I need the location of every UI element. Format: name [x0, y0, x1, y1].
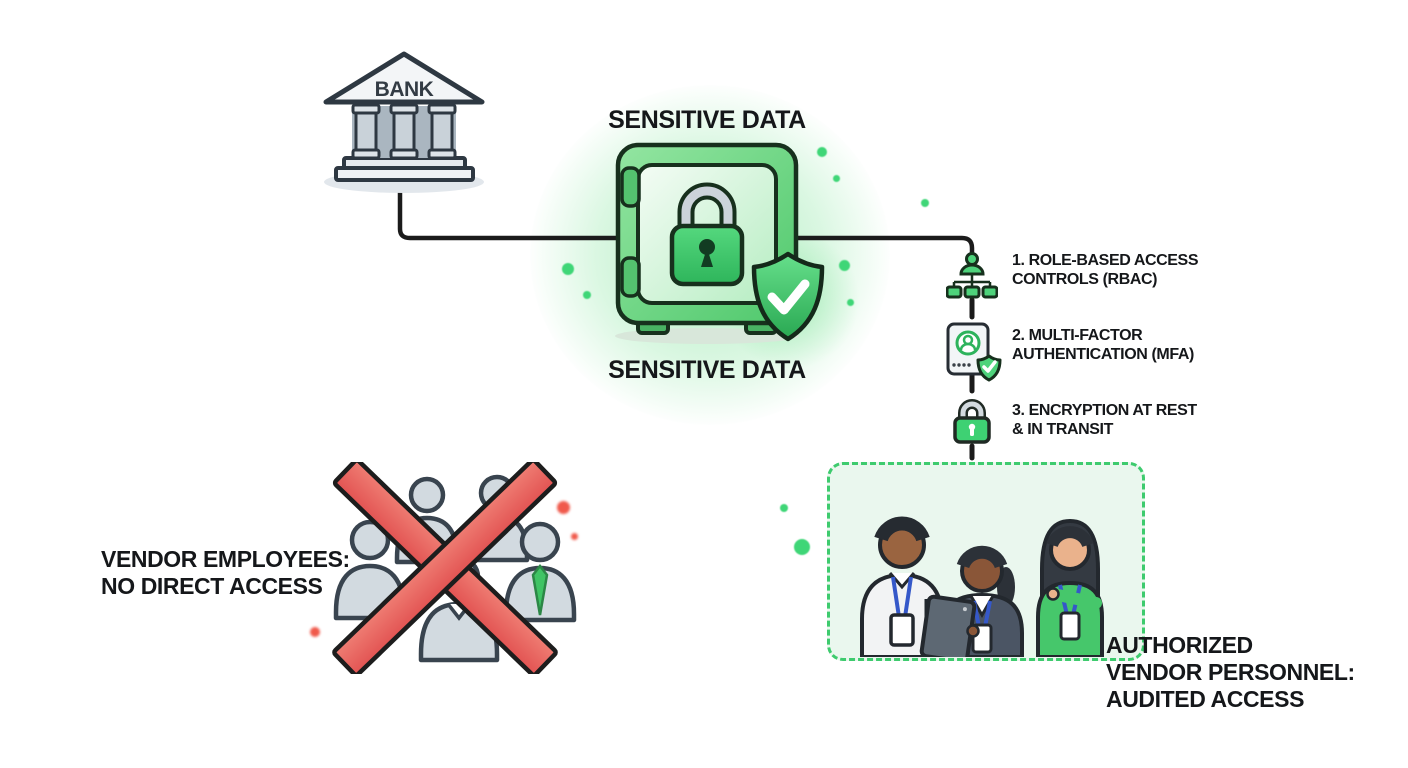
denied-label-line2: NO DIRECT ACCESS: [101, 573, 323, 599]
person-man: [860, 516, 944, 657]
control-encryption-line1: 3. ENCRYPTION AT REST: [1012, 402, 1197, 419]
org-chart-icon: [946, 252, 998, 299]
bank-icon: BANK: [323, 51, 485, 193]
denied-label-line1: VENDOR EMPLOYEES:: [101, 546, 350, 572]
authorized-label-line2: VENDOR PERSONNEL:: [1106, 659, 1355, 685]
red-x-icon: [332, 462, 558, 674]
authorized-label-line1: AUTHORIZED: [1106, 632, 1253, 658]
control-mfa-line1: 2. MULTI-FACTOR: [1012, 327, 1143, 344]
red-dot: [557, 501, 570, 514]
authorized-people-illustration: [860, 516, 1104, 657]
green-dot: [583, 291, 591, 299]
bank-label: BANK: [375, 78, 434, 101]
green-dot: [817, 147, 827, 157]
control-rbac-line1: 1. ROLE-BASED ACCESS: [1012, 252, 1199, 269]
padlock-icon: [953, 399, 991, 444]
person-woman-tablet: [919, 545, 1024, 657]
green-dot: [833, 175, 840, 182]
control-encryption-label: 3. ENCRYPTION AT REST & IN TRANSIT: [1012, 401, 1197, 439]
denied-label: VENDOR EMPLOYEES: NO DIRECT ACCESS: [101, 546, 350, 600]
green-dot: [562, 263, 574, 275]
green-dot: [839, 260, 850, 271]
red-dot: [571, 533, 578, 540]
sensitive-data-title-bottom: SENSITIVE DATA: [608, 356, 806, 384]
sensitive-data-title-top: SENSITIVE DATA: [608, 106, 806, 134]
shield-check-icon: [751, 251, 825, 342]
control-rbac-line2: CONTROLS (RBAC): [1012, 271, 1158, 288]
green-dot: [847, 299, 854, 306]
red-dot: [310, 627, 320, 637]
denied-group-illustration: [332, 462, 577, 674]
safe-padlock-icon: [669, 182, 745, 287]
control-rbac-label: 1. ROLE-BASED ACCESS CONTROLS (RBAC): [1012, 251, 1199, 289]
authorized-label-line3: AUDITED ACCESS: [1106, 686, 1305, 712]
green-tie: [531, 563, 549, 616]
green-dot: [780, 504, 788, 512]
control-mfa-line2: AUTHENTICATION (MFA): [1012, 346, 1194, 363]
green-dot: [794, 539, 810, 555]
green-dot: [921, 199, 929, 207]
control-mfa-label: 2. MULTI-FACTOR AUTHENTICATION (MFA): [1012, 326, 1194, 364]
authorized-label: AUTHORIZED VENDOR PERSONNEL: AUDITED ACC…: [1106, 632, 1355, 713]
id-card-check-icon: [946, 322, 1002, 382]
safe-icon: [615, 142, 799, 344]
person-woman-green: [1036, 518, 1104, 657]
control-encryption-line2: & IN TRANSIT: [1012, 421, 1113, 438]
